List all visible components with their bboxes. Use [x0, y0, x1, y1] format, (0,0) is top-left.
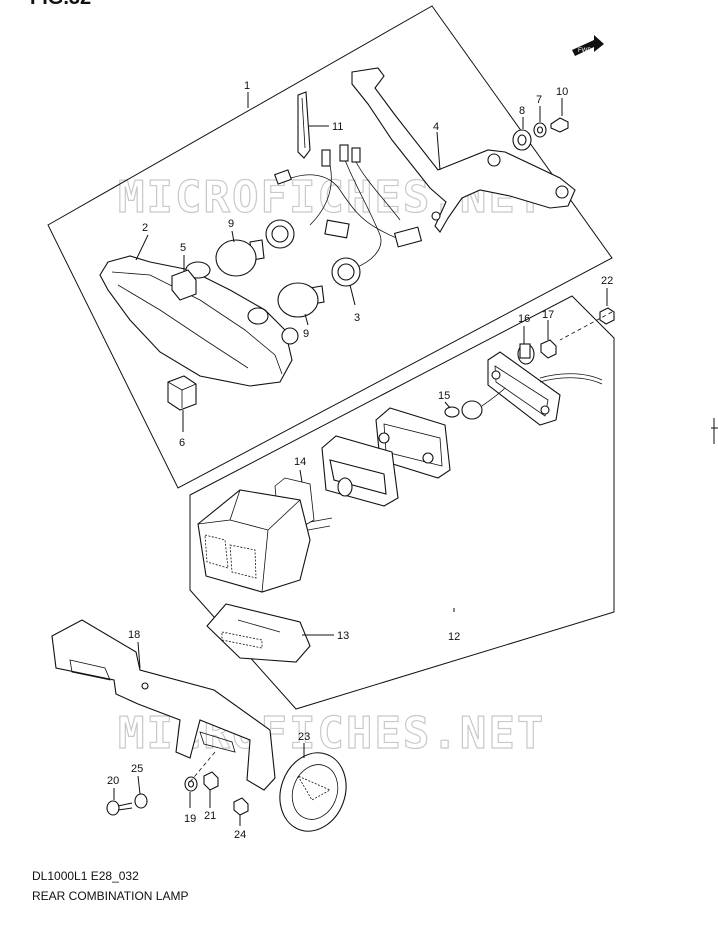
figure-label: FIG.32 [30, 0, 91, 9]
cushion-part-6 [167, 375, 197, 411]
callout-16: 16 [518, 313, 530, 325]
lens-part-13 [206, 603, 311, 663]
callout-11: 11 [332, 121, 343, 133]
screw-part-10 [550, 117, 569, 133]
callout-1: 1 [244, 80, 250, 92]
callout-14: 14 [294, 456, 306, 468]
callout-22: 22 [601, 275, 613, 287]
grommet-part-5 [171, 269, 197, 301]
nut-part-24 [233, 797, 249, 816]
callout-18: 18 [128, 629, 140, 641]
washer-part-25 [134, 793, 148, 809]
callout-6: 6 [179, 437, 185, 449]
callout-13: 13 [337, 630, 349, 642]
washer-part-7 [533, 122, 547, 138]
diagram-code: DL1000L1 E28_032 [32, 869, 139, 883]
callout-12: 12 [448, 631, 460, 643]
leader-lines [113, 92, 613, 826]
callout-4: 4 [433, 121, 439, 133]
svg-text:FWD: FWD [578, 48, 592, 54]
license-lamp-base [487, 351, 603, 426]
license-lamp-part-12 [197, 489, 333, 593]
license-lamp-cover [321, 435, 399, 507]
callout-25: 25 [131, 763, 143, 775]
bracket-part-4 [351, 67, 576, 233]
bulb-part-9-lower [277, 282, 325, 318]
assembly-box-1 [47, 5, 613, 489]
callout-5: 5 [180, 242, 186, 254]
callout-24: 24 [234, 829, 246, 841]
bulb-part-9-upper [215, 239, 265, 277]
collar-part-19 [184, 776, 198, 792]
callout-3: 3 [354, 312, 360, 324]
reflector-part-23 [279, 752, 347, 832]
callout-17: 17 [542, 309, 554, 321]
fwd-arrow-icon: FWD [572, 35, 604, 56]
screw-part-20 [106, 800, 133, 816]
callout-9-lower: 9 [303, 328, 309, 340]
clamp-part-11 [297, 91, 311, 159]
bracket-part-18 [51, 619, 276, 791]
callout-labels: 1 2 3 4 5 6 7 8 9 9 10 11 12 13 14 15 16… [107, 80, 613, 841]
callout-21: 21 [204, 810, 216, 822]
callout-8: 8 [519, 105, 525, 117]
callout-9-upper: 9 [228, 218, 234, 230]
collar-part-8 [512, 129, 532, 151]
wire-harness-part-3 [265, 144, 423, 287]
callout-20: 20 [107, 775, 119, 787]
tail-lamp-part-2 [99, 255, 299, 387]
callout-23: 23 [298, 731, 310, 743]
license-lamp-housing [375, 407, 451, 479]
diagram-title: REAR COMBINATION LAMP [32, 889, 188, 903]
callout-19: 19 [184, 813, 196, 825]
nut-part-21 [203, 771, 219, 791]
nut-part-22 [599, 307, 615, 325]
callout-2: 2 [142, 222, 148, 234]
nut-part-17 [540, 339, 557, 359]
callout-10: 10 [556, 86, 568, 98]
callout-15: 15 [438, 390, 450, 402]
callout-7: 7 [536, 94, 542, 106]
bulb-part-15 [444, 387, 506, 420]
assembly-box-12 [189, 295, 615, 710]
grommet-part-16 [517, 343, 535, 365]
